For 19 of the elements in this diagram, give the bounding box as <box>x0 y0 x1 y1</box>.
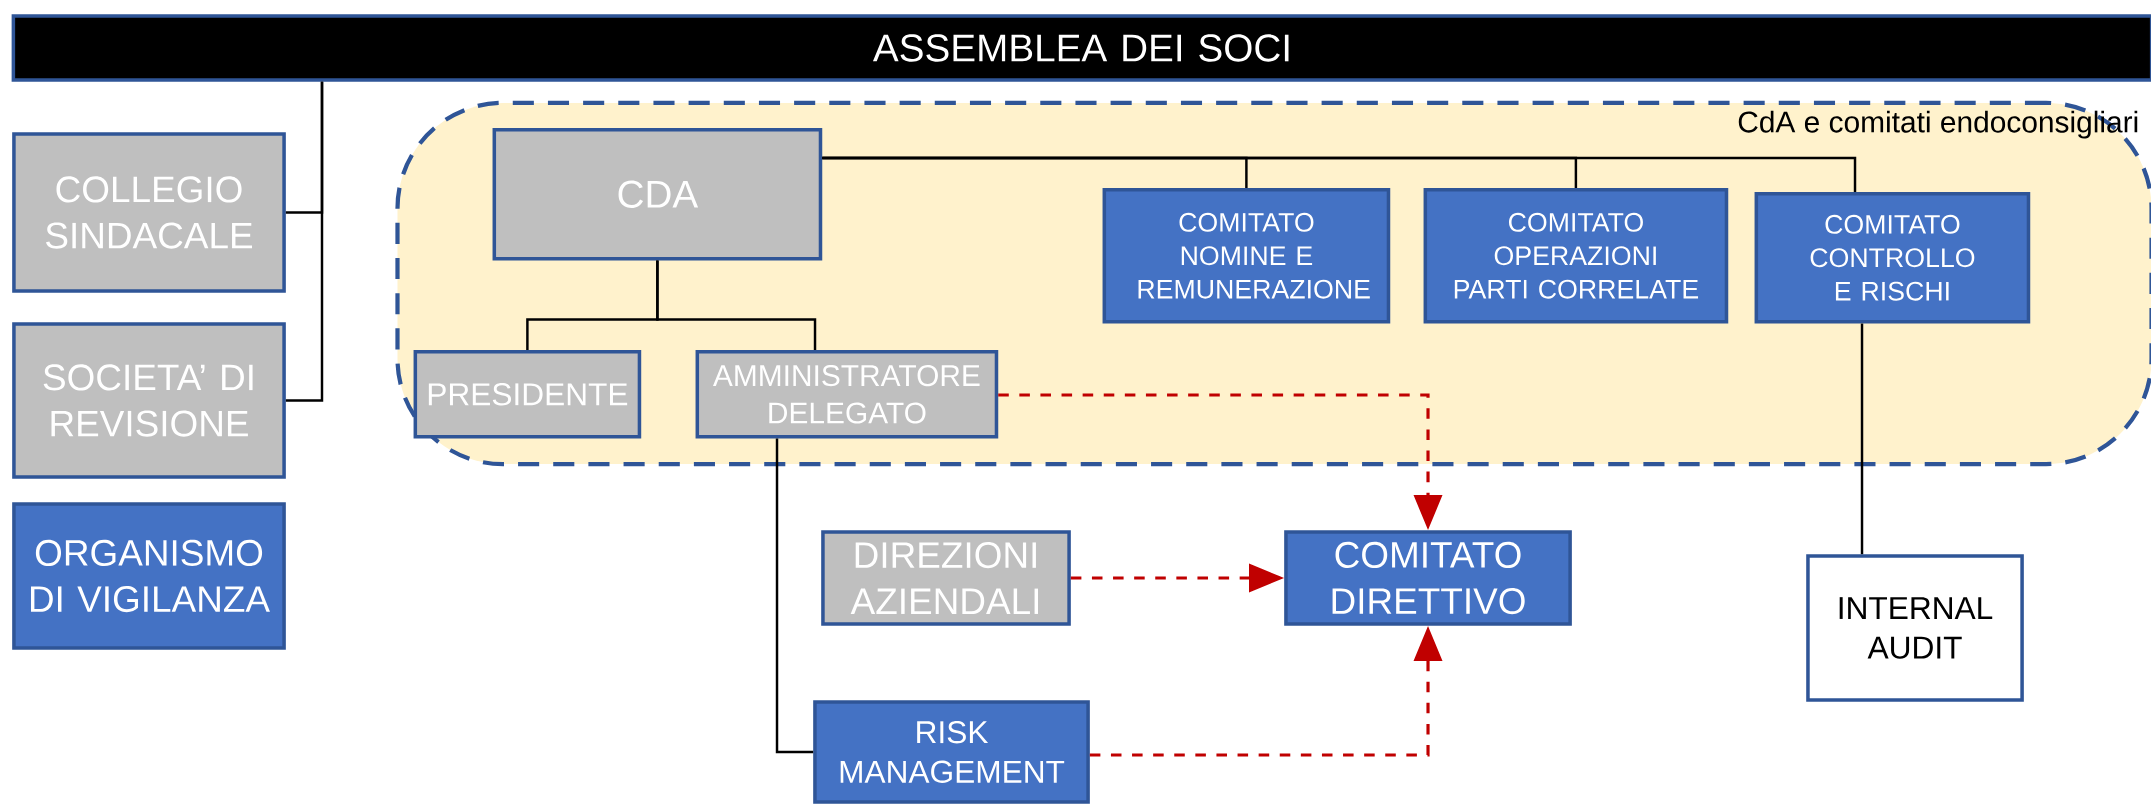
org-box: COMITATO OPERAZIONI PARTI CORRELATE <box>1423 188 1729 324</box>
connector-line <box>656 260 817 350</box>
connector-line <box>775 438 814 754</box>
org-box: CDA <box>492 127 823 261</box>
org-box: INTERNAL AUDIT <box>1806 554 2024 702</box>
connector-line <box>822 156 1857 192</box>
org-box: AMMINISTRATORE DELEGATO <box>695 350 999 439</box>
org-box: COMITATO CONTROLLO E RISCHI <box>1754 192 2031 324</box>
header-bar: ASSEMBLEA DEI SOCI <box>11 14 2151 82</box>
org-box: DIREZIONI AZIENDALI <box>821 530 1071 626</box>
org-box: ORGANISMO DI VIGILANZA <box>12 502 286 650</box>
connector-line <box>285 81 324 402</box>
connector-line <box>1860 323 1864 555</box>
org-box: RISK MANAGEMENT <box>813 700 1090 804</box>
org-box: COLLEGIO SINDACALE <box>12 132 286 293</box>
org-box: COMITATO NOMINE E REMUNERAZIONE <box>1102 188 1391 324</box>
org-box: PRESIDENTE <box>413 350 642 439</box>
org-box: COMITATO DIRETTIVO <box>1284 530 1572 626</box>
org-box: SOCIETA’ DI REVISIONE <box>12 322 286 479</box>
